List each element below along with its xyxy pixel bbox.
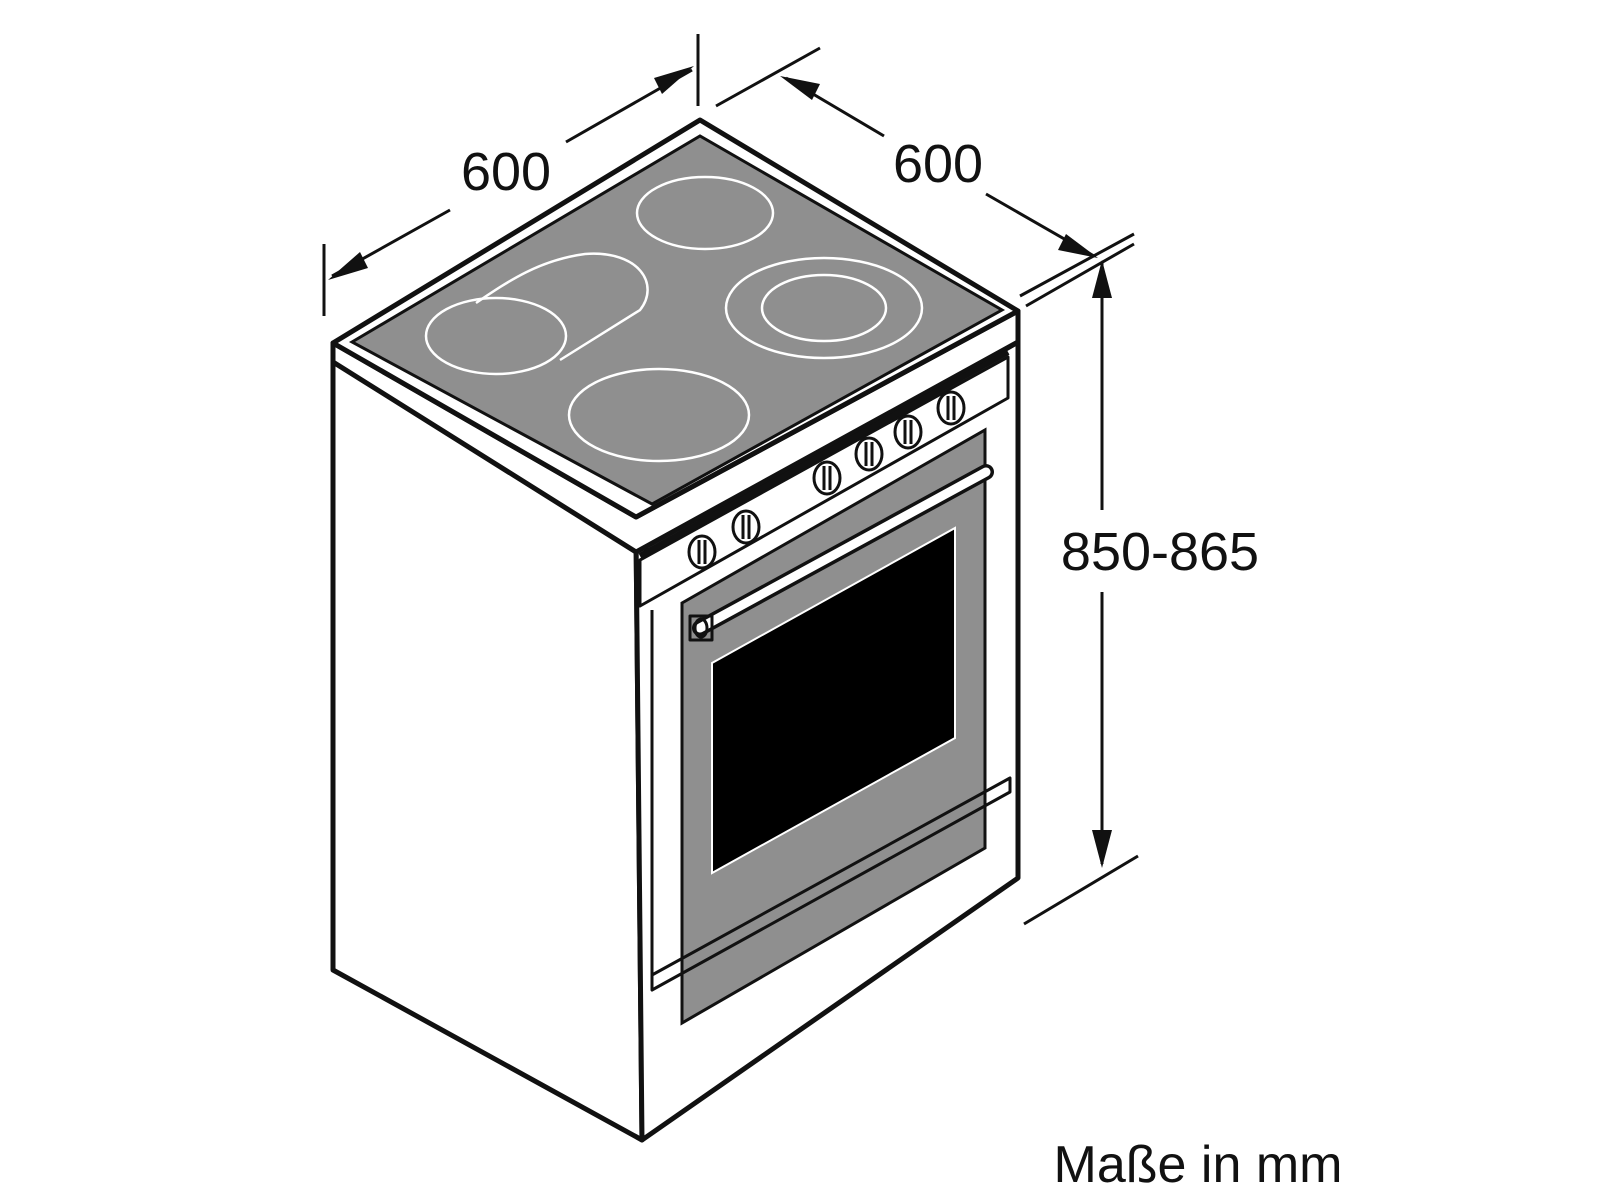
cooking-zone-rear-right-inner	[760, 273, 888, 343]
cooking-zone-rear-right-outer	[724, 256, 924, 360]
cooker-illustration	[330, 117, 1021, 1143]
oven-window	[711, 526, 956, 875]
height-dimension: 850-865	[1023, 242, 1259, 926]
control-knob-icon	[854, 436, 884, 472]
control-knob-icon	[812, 460, 842, 496]
width-label: 600	[461, 142, 551, 202]
cooking-zone-front-left	[424, 296, 568, 376]
depth-dimension: 600	[715, 46, 1135, 298]
height-label: 850-865	[1061, 522, 1259, 582]
control-panel-shadow	[638, 349, 1010, 559]
arrowhead-left-icon	[328, 252, 368, 280]
cooking-zone-front-center	[567, 367, 751, 463]
height-extension-bottom	[1023, 854, 1139, 926]
cooking-zone-rear-left	[635, 175, 775, 251]
arrowhead-depth-top-icon	[780, 76, 820, 100]
arrowhead-depth-bottom-icon	[1058, 234, 1098, 258]
depth-extension-bottom	[1019, 232, 1135, 298]
oven-handle	[688, 464, 994, 642]
width-dimension: 600	[322, 34, 700, 316]
control-knobs	[687, 390, 966, 570]
arrowhead-right-icon	[654, 66, 694, 94]
units-note: Maße in mm	[1054, 1136, 1343, 1194]
control-knob-icon	[731, 509, 761, 545]
depth-extension-top	[715, 46, 821, 108]
arrowhead-height-top-icon	[1092, 260, 1112, 298]
height-extension-top	[1025, 242, 1135, 308]
control-panel	[638, 355, 1010, 608]
cooking-zones	[424, 175, 924, 463]
arrowhead-height-bottom-icon	[1092, 830, 1112, 868]
control-knob-icon	[893, 414, 923, 450]
cooking-zone-extended-oval	[475, 252, 649, 362]
ceramic-cooktop	[348, 134, 1006, 506]
control-knob-icon	[936, 390, 966, 426]
control-knob-icon	[687, 534, 717, 570]
depth-label: 600	[893, 134, 983, 194]
